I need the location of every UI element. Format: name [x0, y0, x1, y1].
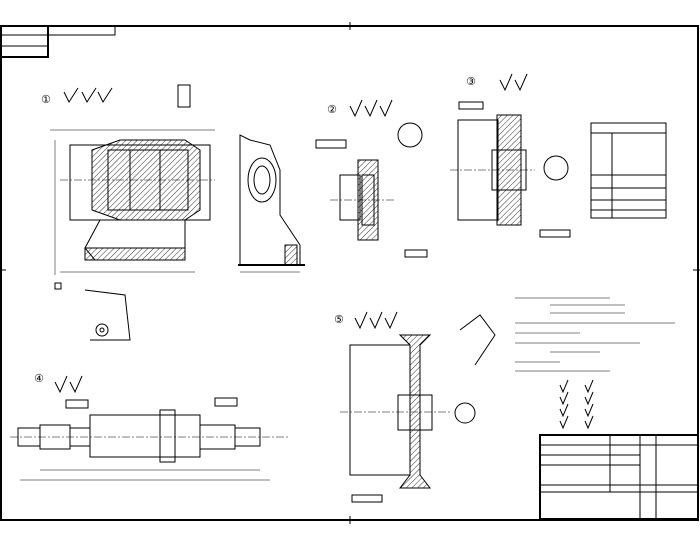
shaft-view — [10, 375, 290, 481]
balloon-3: ③ — [466, 75, 476, 88]
balloon-1: ① — [41, 93, 51, 106]
housing-front-view — [50, 129, 215, 290]
detail-view — [84, 289, 131, 341]
balloon-label: ③ — [466, 75, 476, 88]
roughness-symbols-1 — [63, 84, 191, 108]
border-frame — [0, 22, 700, 524]
part-2-view — [315, 99, 428, 258]
technical-notes — [515, 297, 675, 430]
balloon-label: ⑤ — [334, 313, 344, 326]
gear-parameter-table — [590, 122, 667, 219]
balloon-5: ⑤ — [334, 313, 344, 326]
pulley-view — [340, 311, 496, 503]
housing-side-view — [238, 134, 305, 273]
reference-block — [0, 25, 116, 58]
balloon-label: ② — [327, 103, 337, 116]
balloon-label: ④ — [34, 372, 44, 385]
balloon-4: ④ — [34, 372, 44, 385]
title-block — [539, 434, 699, 520]
gear-view — [450, 73, 667, 238]
balloon-label: ① — [41, 93, 51, 106]
balloon-2: ② — [327, 103, 337, 116]
